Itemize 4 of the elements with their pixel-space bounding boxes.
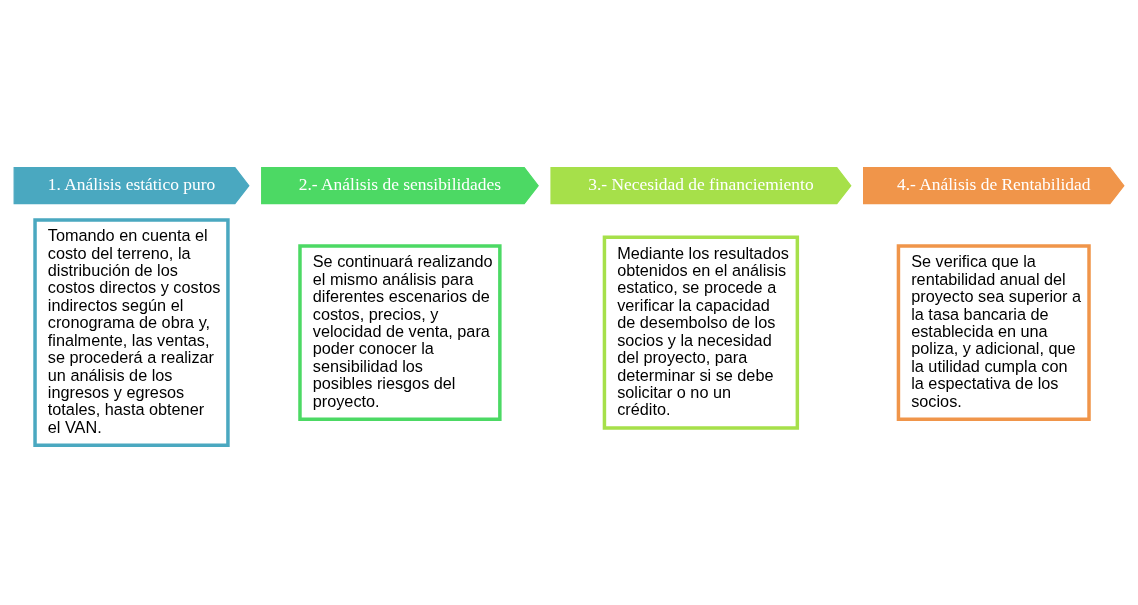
node-box: Se continuará realizando el mismo análisis para diferentes escenarios de costos, precios, y velocidad de venta, para poder conocer la sensibilidad los posibles riesgos del proyecto. xyxy=(298,243,502,421)
node-box: Mediante los resultados obtenidos en el análisis estatico, se procede a verificar la capacidad de desembolso de los socios y la necesidad del proyecto, para determinar si se debe solicitar o no un crédito. xyxy=(602,235,800,430)
node-box: Se verifica que la rentabilidad anual del proyecto sea superior a la tasa bancaria de establecida en una poliza, y adicional, que la utilidad cumpla con la espectativa de los socios. xyxy=(896,243,1091,421)
node-box: Tomando en cuenta el costo del terreno, la distribución de los costos directos y costos indirectos según el cronograma de obra y, finalmente, las ventas, se procederá a realizar un análisis de los ingresos y egresos totales, hasta obtener el VAN. xyxy=(33,217,230,447)
